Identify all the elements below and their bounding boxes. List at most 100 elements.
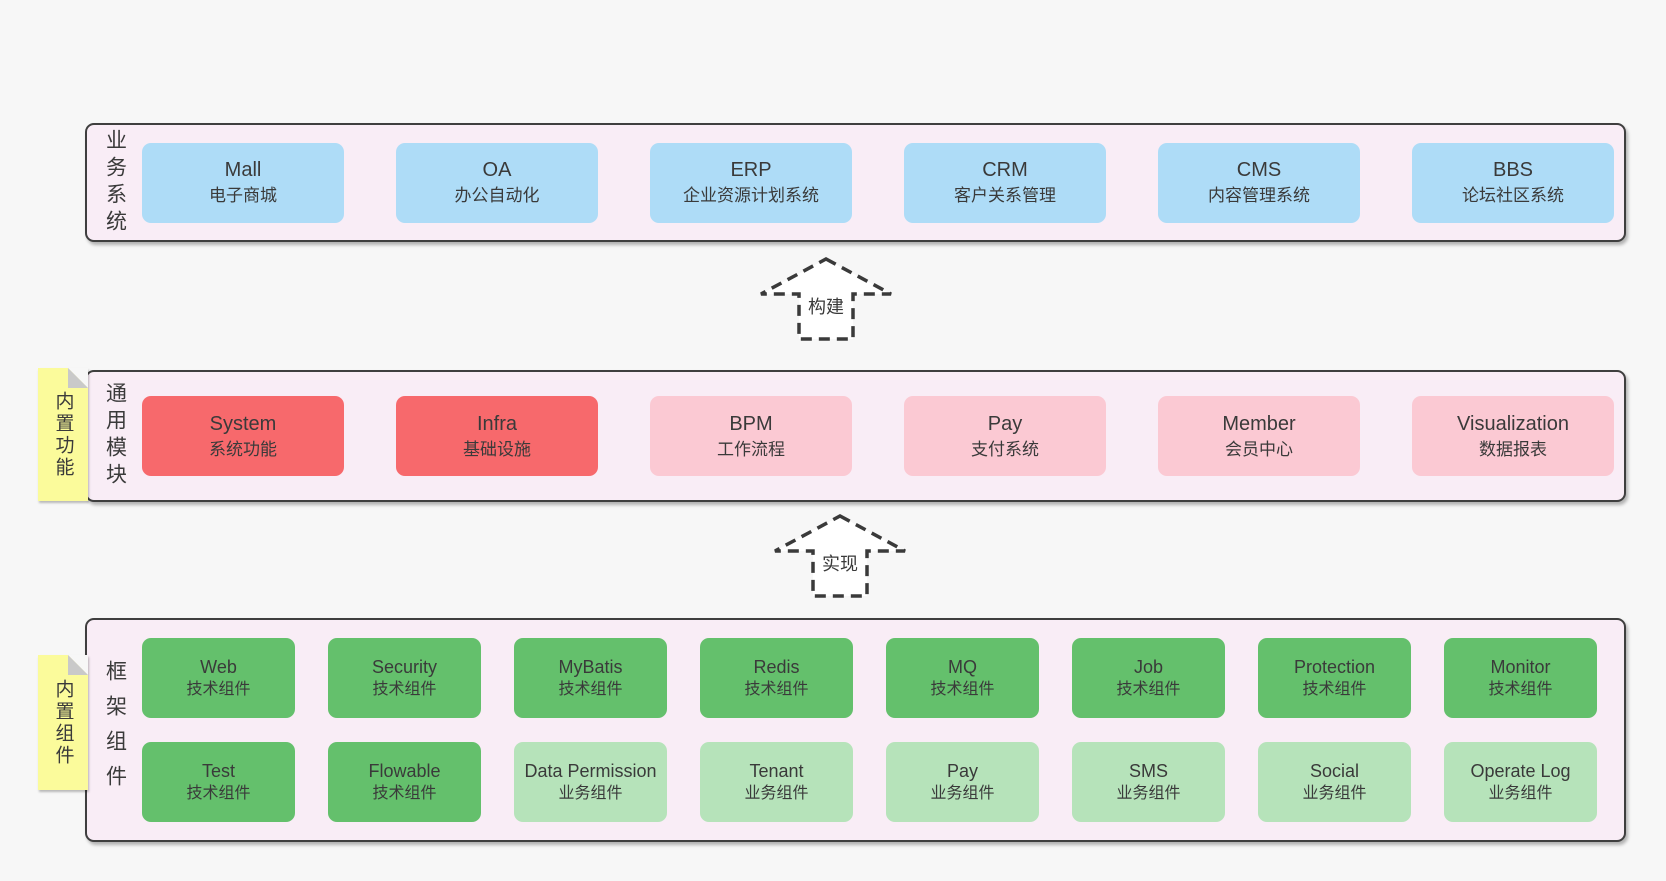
module-box-redis: Redis 技术组件 xyxy=(700,638,853,718)
module-box-title: ERP xyxy=(730,159,772,182)
module-box-subtitle: 客户关系管理 xyxy=(954,186,1056,206)
business-systems-side-label: 业务系统 xyxy=(103,128,127,237)
module-box-subtitle: 基础设施 xyxy=(463,439,531,459)
module-box-subtitle: 技术组件 xyxy=(372,785,437,803)
module-box-title: Mall xyxy=(224,159,262,182)
module-box-operate-log: Operate Log 业务组件 xyxy=(1444,742,1597,822)
module-box-subtitle: 内容管理系统 xyxy=(1208,186,1310,206)
module-box-flowable: Flowable 技术组件 xyxy=(328,742,481,822)
module-box-test: Test 技术组件 xyxy=(142,742,295,822)
module-box-subtitle: 电子商城 xyxy=(209,186,277,206)
implement-arrow-label: 实现 xyxy=(818,549,862,577)
module-box-subtitle: 技术组件 xyxy=(1116,681,1181,699)
module-box-title: Visualization xyxy=(1457,412,1569,435)
module-box-title: Tenant xyxy=(749,760,804,781)
module-box-mybatis: MyBatis 技术组件 xyxy=(514,638,667,718)
module-box-title: CMS xyxy=(1236,159,1282,182)
module-box-title: MQ xyxy=(948,656,977,677)
module-box-subtitle: 技术组件 xyxy=(186,785,251,803)
module-box-subtitle: 系统功能 xyxy=(209,439,277,459)
module-box-title: CRM xyxy=(982,159,1028,182)
module-box-subtitle: 技术组件 xyxy=(558,681,623,699)
module-box-subtitle: 技术组件 xyxy=(930,681,995,699)
module-box-title: Redis xyxy=(753,656,800,677)
module-box-title: Test xyxy=(201,760,235,781)
module-box-system: System 系统功能 xyxy=(142,396,344,476)
module-box-erp: ERP 企业资源计划系统 xyxy=(650,142,852,223)
folded-corner-icon xyxy=(68,655,88,675)
module-box-bpm: BPM 工作流程 xyxy=(650,396,852,476)
module-box-cms: CMS 内容管理系统 xyxy=(1158,142,1360,223)
module-box-social: Social 业务组件 xyxy=(1258,742,1411,822)
build-arrow-label: 构建 xyxy=(804,292,848,320)
module-box-subtitle: 业务组件 xyxy=(930,785,995,803)
module-box-web: Web 技术组件 xyxy=(142,638,295,718)
module-box-subtitle: 技术组件 xyxy=(1302,681,1367,699)
module-box-subtitle: 业务组件 xyxy=(1116,785,1181,803)
implement-arrow: 实现 xyxy=(772,513,908,599)
module-box-subtitle: 技术组件 xyxy=(372,681,437,699)
built-in-components-tab: 内置组件 xyxy=(38,655,88,790)
module-box-subtitle: 技术组件 xyxy=(186,681,251,699)
module-box-subtitle: 业务组件 xyxy=(744,785,809,803)
framework-components-side-label: 框架组件 xyxy=(103,660,127,800)
module-box-title: Operate Log xyxy=(1470,760,1571,781)
module-box-tenant: Tenant 业务组件 xyxy=(700,742,853,822)
module-box-title: System xyxy=(209,412,277,435)
build-arrow: 构建 xyxy=(758,256,894,342)
module-box-subtitle: 工作流程 xyxy=(717,439,785,459)
module-box-title: Data Permission xyxy=(524,760,657,781)
module-box-subtitle: 企业资源计划系统 xyxy=(683,186,819,206)
module-box-protection: Protection 技术组件 xyxy=(1258,638,1411,718)
built-in-features-tab: 内置功能 xyxy=(38,368,88,501)
module-box-subtitle: 业务组件 xyxy=(1302,785,1367,803)
module-box-visualization: Visualization 数据报表 xyxy=(1412,396,1614,476)
module-box-member: Member 会员中心 xyxy=(1158,396,1360,476)
module-box-title: Protection xyxy=(1293,656,1376,677)
module-box-title: BPM xyxy=(729,412,773,435)
module-box-subtitle: 会员中心 xyxy=(1225,439,1293,459)
module-box-title: Flowable xyxy=(368,760,441,781)
module-box-title: Pay xyxy=(946,760,979,781)
module-box-subtitle: 技术组件 xyxy=(1488,681,1553,699)
module-box-subtitle: 业务组件 xyxy=(558,785,623,803)
folded-corner-icon xyxy=(68,368,88,388)
module-box-title: BBS xyxy=(1492,159,1534,182)
module-box-data-permission: Data Permission 业务组件 xyxy=(514,742,667,822)
module-box-subtitle: 论坛社区系统 xyxy=(1462,186,1564,206)
module-box-title: Social xyxy=(1309,760,1360,781)
module-box-mall: Mall 电子商城 xyxy=(142,142,344,223)
module-box-crm: CRM 客户关系管理 xyxy=(904,142,1106,223)
module-box-infra: Infra 基础设施 xyxy=(396,396,598,476)
module-box-title: Member xyxy=(1222,412,1296,435)
module-box-mq: MQ 技术组件 xyxy=(886,638,1039,718)
module-box-pay: Pay 业务组件 xyxy=(886,742,1039,822)
module-box-subtitle: 数据报表 xyxy=(1479,439,1547,459)
common-modules-side-label: 通用模块 xyxy=(103,382,127,490)
module-box-title: Monitor xyxy=(1490,656,1551,677)
built-in-features-tab-label: 内置功能 xyxy=(52,390,74,479)
module-box-title: OA xyxy=(482,159,512,182)
module-box-bbs: BBS 论坛社区系统 xyxy=(1412,142,1614,223)
built-in-components-tab-label: 内置组件 xyxy=(52,678,74,767)
module-box-title: Pay xyxy=(987,412,1023,435)
module-box-subtitle: 技术组件 xyxy=(744,681,809,699)
module-box-title: Web xyxy=(200,656,237,677)
module-box-title: Infra xyxy=(476,412,518,435)
module-box-subtitle: 业务组件 xyxy=(1488,785,1553,803)
module-box-title: MyBatis xyxy=(558,656,623,677)
